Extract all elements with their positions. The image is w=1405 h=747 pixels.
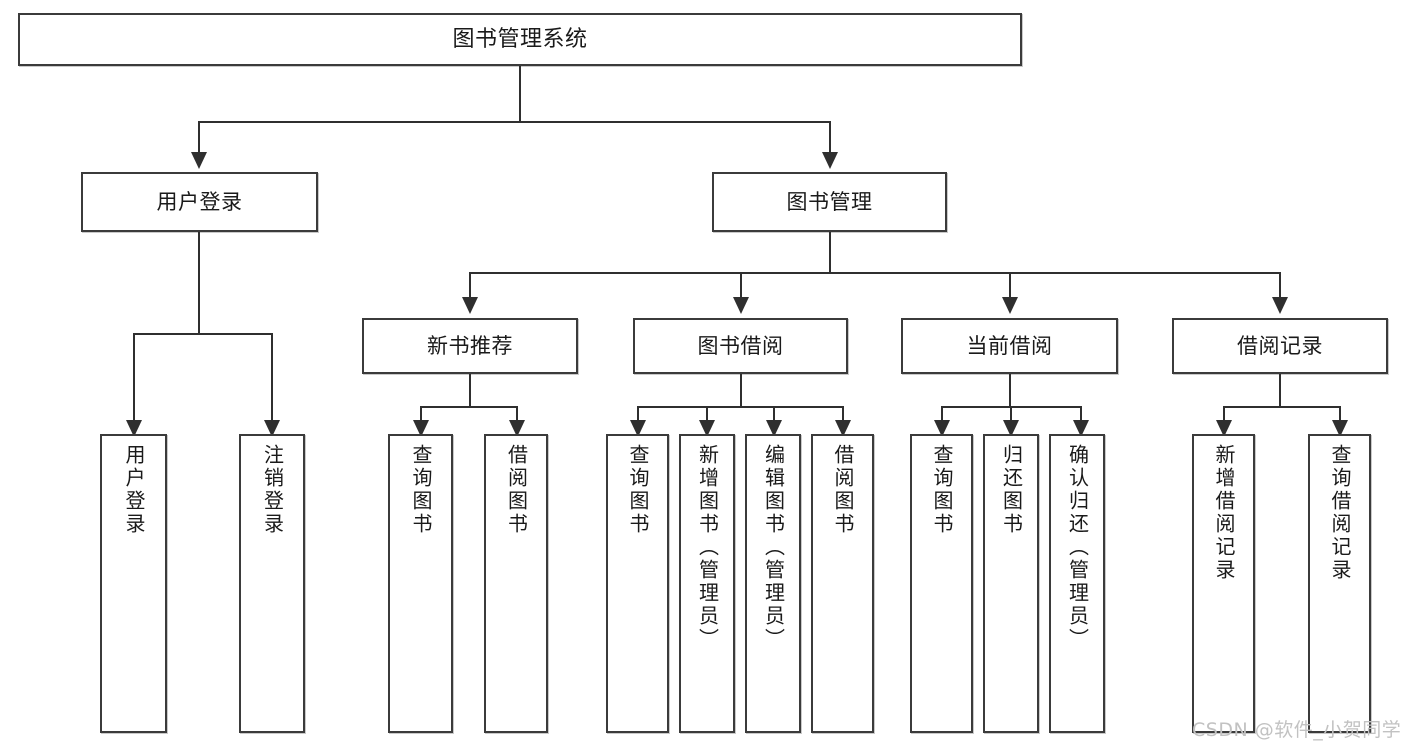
node-label: 查询图书 — [930, 444, 954, 536]
watermark-text: CSDN @软件_小贺同学 — [1192, 719, 1402, 741]
node-label: 用户登录 — [122, 444, 146, 536]
node-current-borrow[interactable]: 当前借阅 — [901, 318, 1118, 374]
leaf-query-book-current[interactable]: 查询图书 — [910, 434, 973, 733]
node-book-management[interactable]: 图书管理 — [712, 172, 947, 232]
node-label: 确认归还（管理员） — [1065, 444, 1090, 651]
connector-borrow-record-stem — [1279, 374, 1281, 407]
connector-book-management-stem — [829, 232, 831, 273]
arrowhead-bm-book-borrow — [733, 297, 749, 314]
connector-br-to-leaf-1 — [1223, 406, 1225, 424]
connector-bb-to-leaf-4 — [842, 406, 844, 424]
node-label: 图书借阅 — [697, 333, 784, 358]
node-label: 查询借阅记录 — [1328, 444, 1352, 582]
arrowhead-br-leaf-1 — [1216, 420, 1232, 437]
node-label: 新增图书（管理员） — [695, 444, 720, 651]
node-label: 归还图书 — [999, 444, 1024, 536]
node-label: 编辑图书（管理员） — [761, 444, 786, 651]
arrowhead-bm-current-borrow — [1002, 297, 1018, 314]
arrowhead-br-leaf-2 — [1332, 420, 1348, 437]
arrowhead-new-book-leaf-1 — [413, 420, 429, 437]
arrowhead-new-book-leaf-2 — [509, 420, 525, 437]
leaf-return-book[interactable]: 归还图书 — [983, 434, 1039, 733]
connector-book-borrow-stem — [740, 374, 742, 407]
connector-new-book-to-leaf-1 — [420, 406, 422, 424]
connector-bb-to-leaf-2 — [706, 406, 708, 424]
connector-new-book-to-leaf-2 — [516, 406, 518, 424]
arrowhead-cb-leaf-3 — [1073, 420, 1089, 437]
connector-bm-to-new-book — [469, 272, 471, 298]
arrowhead-user-login-leaf-1 — [126, 420, 142, 437]
connector-user-login-to-leaf-2 — [271, 333, 273, 424]
connector-cb-to-leaf-3 — [1080, 406, 1082, 424]
node-label: 借阅图书 — [831, 444, 855, 536]
node-label: 查询图书 — [626, 444, 650, 536]
leaf-query-book-borrow[interactable]: 查询图书 — [606, 434, 669, 733]
node-new-book-recommend[interactable]: 新书推荐 — [362, 318, 578, 374]
leaf-borrow-book-new-recommend[interactable]: 借阅图书 — [484, 434, 548, 733]
node-label: 用户登录 — [156, 189, 243, 214]
node-label: 图书管理 — [786, 189, 873, 214]
node-label: 查询图书 — [409, 444, 433, 536]
node-label: 借阅记录 — [1237, 333, 1323, 358]
node-label: 当前借阅 — [966, 333, 1053, 358]
connector-current-borrow-stem — [1009, 374, 1011, 407]
connector-book-borrow-bus — [637, 406, 844, 408]
arrowhead-cb-leaf-1 — [934, 420, 950, 437]
connector-bm-to-borrow-record — [1279, 272, 1281, 298]
connector-cb-to-leaf-2 — [1010, 406, 1012, 424]
arrowhead-bm-borrow-record — [1272, 297, 1288, 314]
arrowhead-cb-leaf-2 — [1003, 420, 1019, 437]
connector-new-book-stem — [469, 374, 471, 407]
connector-user-login-stem — [198, 232, 200, 334]
leaf-add-borrow-record[interactable]: 新增借阅记录 — [1192, 434, 1255, 733]
arrowhead-bb-leaf-2 — [699, 420, 715, 437]
connector-user-login-to-leaf-1 — [133, 333, 135, 424]
connector-book-management-bus — [469, 272, 1280, 274]
arrowhead-bb-leaf-1 — [630, 420, 646, 437]
arrowhead-root-to-user-login — [191, 152, 207, 169]
node-book-borrow[interactable]: 图书借阅 — [633, 318, 848, 374]
connector-root-to-user-login — [198, 121, 200, 152]
connector-root-bus — [198, 121, 831, 123]
leaf-logout[interactable]: 注销登录 — [239, 434, 305, 733]
connector-new-book-bus — [420, 406, 518, 408]
connector-bb-to-leaf-1 — [637, 406, 639, 424]
node-label: 新书推荐 — [427, 333, 513, 358]
connector-bm-to-current-borrow — [1009, 272, 1011, 298]
connector-cb-to-leaf-1 — [941, 406, 943, 424]
arrowhead-bm-new-book — [462, 297, 478, 314]
arrowhead-bb-leaf-3 — [766, 420, 782, 437]
arrowhead-bb-leaf-4 — [835, 420, 851, 437]
connector-borrow-record-bus — [1223, 406, 1341, 408]
node-label: 借阅图书 — [504, 444, 529, 536]
arrowhead-root-to-book-management — [822, 152, 838, 169]
node-borrow-record[interactable]: 借阅记录 — [1172, 318, 1388, 374]
connector-root-to-book-management — [829, 121, 831, 152]
connector-bm-to-book-borrow — [740, 272, 742, 298]
node-label: 图书管理系统 — [452, 26, 588, 52]
leaf-edit-book-admin[interactable]: 编辑图书（管理员） — [745, 434, 801, 733]
connector-root-stem — [519, 66, 521, 122]
leaf-query-borrow-record[interactable]: 查询借阅记录 — [1308, 434, 1371, 733]
leaf-user-login[interactable]: 用户登录 — [100, 434, 167, 733]
leaf-borrow-book[interactable]: 借阅图书 — [811, 434, 874, 733]
arrowhead-user-login-leaf-2 — [264, 420, 280, 437]
node-root-book-management-system[interactable]: 图书管理系统 — [18, 13, 1022, 66]
leaf-query-book-new-recommend[interactable]: 查询图书 — [388, 434, 453, 733]
connector-br-to-leaf-2 — [1339, 406, 1341, 424]
connector-user-login-bus — [133, 333, 272, 335]
node-user-login[interactable]: 用户登录 — [81, 172, 318, 232]
leaf-add-book-admin[interactable]: 新增图书（管理员） — [679, 434, 735, 733]
leaf-confirm-return-admin[interactable]: 确认归还（管理员） — [1049, 434, 1105, 733]
node-label: 新增借阅记录 — [1212, 444, 1236, 582]
connector-bb-to-leaf-3 — [773, 406, 775, 424]
node-label: 注销登录 — [260, 444, 285, 536]
